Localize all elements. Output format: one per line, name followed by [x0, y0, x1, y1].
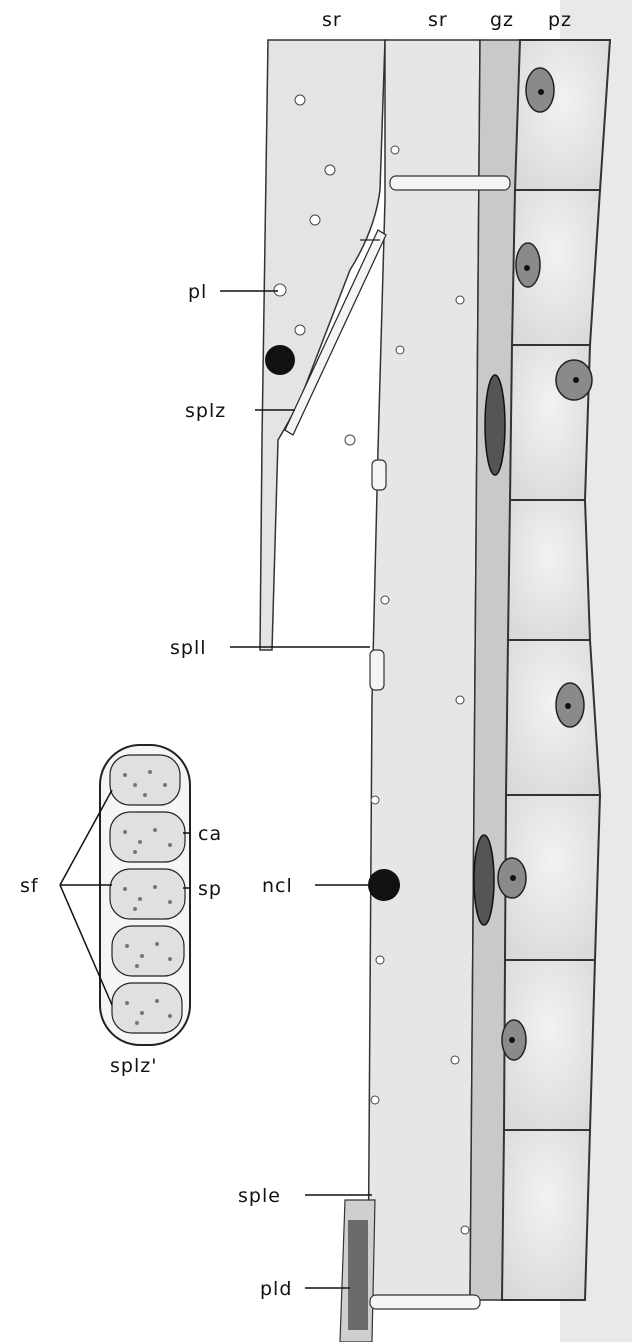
label-sf: sf	[20, 875, 39, 897]
label-splz: splz	[185, 400, 226, 422]
label-gz: gz	[490, 9, 514, 31]
splz-prime-inset	[100, 745, 190, 1045]
label-spll: spll	[170, 637, 207, 659]
label-sple: sple	[238, 1185, 281, 1207]
label-pld: pld	[260, 1278, 292, 1300]
central-sieve-tube	[368, 40, 480, 1300]
label-sr-right: sr	[428, 9, 448, 31]
pl-nucleus-dark	[265, 345, 295, 375]
label-pl: pl	[188, 281, 207, 303]
label-splz-prime: splz'	[110, 1055, 157, 1077]
left-sieve-tube	[260, 40, 385, 650]
label-sp: sp	[198, 878, 222, 900]
label-ca: ca	[198, 823, 222, 845]
plastid-dense-region	[348, 1220, 368, 1330]
label-ncl: ncl	[262, 875, 293, 897]
label-pz: pz	[548, 9, 572, 31]
ncl-nucleolus	[368, 869, 400, 901]
label-sr-left: sr	[322, 9, 342, 31]
